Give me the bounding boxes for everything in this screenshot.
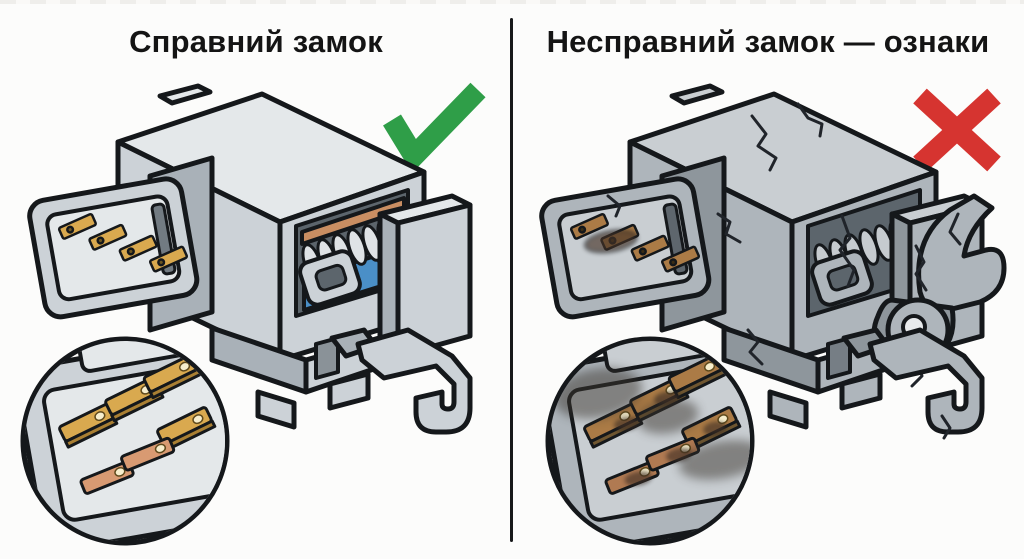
hook-clip	[841, 327, 985, 435]
panel-faulty-lock: Несправний замок — ознаки	[512, 0, 1024, 559]
retainer-clip	[810, 249, 874, 307]
panel-title-intact: Справний замок	[129, 24, 383, 59]
cropped-top-edge	[0, 0, 1024, 4]
cracks	[606, 102, 952, 440]
terminals-inset-burnt	[545, 336, 755, 546]
terminals-inset-clean	[20, 336, 230, 546]
faulty-lock-illustration	[539, 83, 1007, 546]
connector-pins	[569, 212, 700, 273]
retainer-clip	[298, 249, 362, 307]
panel-title-faulty: Несправний замок — ознаки	[546, 24, 990, 59]
mounting-plate	[377, 193, 473, 359]
inset-blades	[58, 353, 217, 495]
connector	[539, 155, 727, 333]
check-icon	[383, 82, 486, 174]
connector-pins	[57, 212, 188, 273]
panel-intact-lock: Справний замок	[20, 24, 486, 546]
x-icon	[913, 88, 1001, 172]
connector	[27, 155, 215, 333]
panel-divider	[510, 18, 513, 542]
intact-lock-illustration	[20, 82, 486, 546]
hook-clip	[329, 327, 473, 435]
